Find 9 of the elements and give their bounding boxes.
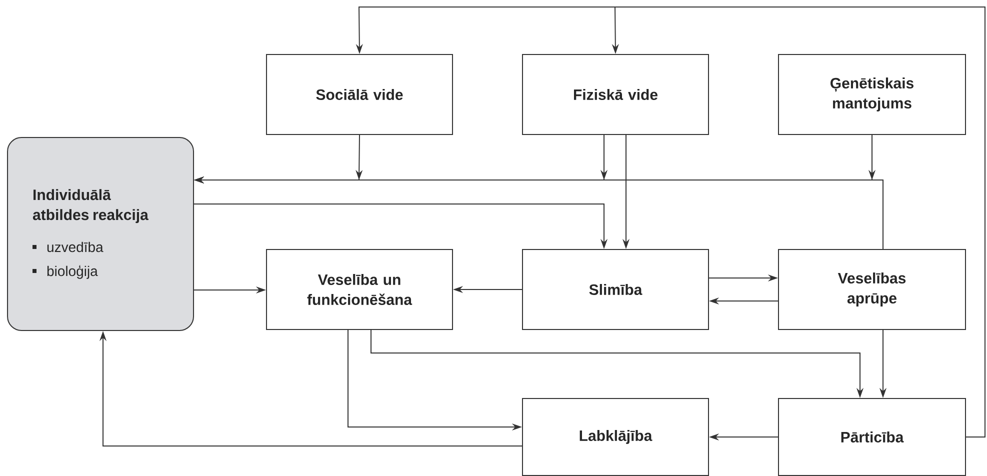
process-box: Fiziskā vide <box>522 54 709 135</box>
process-box: Veselība un funkcionēšana <box>266 249 453 330</box>
process-box: Slimība <box>522 249 709 330</box>
process-box: Veselības aprūpe <box>778 249 966 330</box>
response-box: Individuālā atbildes reakcija uzvedība bioloģija <box>7 137 194 331</box>
process-box: Pārticība <box>778 398 966 476</box>
process-box: Labklājība <box>522 398 709 476</box>
process-box: Sociālā vide <box>266 54 453 135</box>
process-box: Ģenētiskais mantojums <box>778 54 966 135</box>
